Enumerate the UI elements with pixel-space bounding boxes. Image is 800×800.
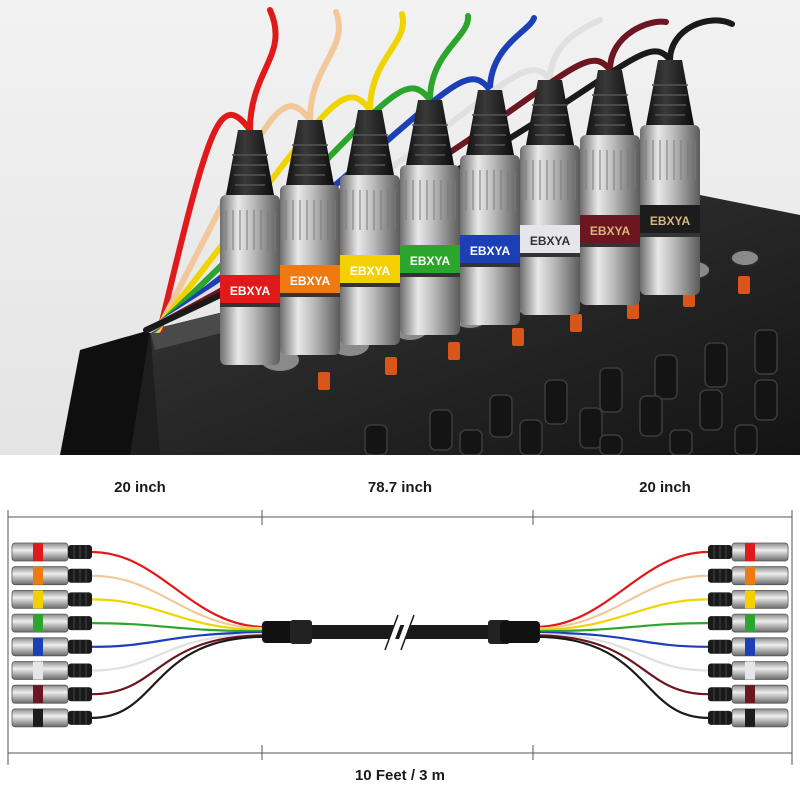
brand-label: EBXYA — [470, 244, 511, 258]
total-length-label: 10 Feet / 3 m — [354, 767, 446, 784]
brand-label: EBXYA — [530, 234, 571, 248]
left-wire — [91, 631, 266, 648]
color-band — [220, 275, 280, 303]
xlr-male-connector — [11, 661, 92, 680]
brand-label: EBXYA — [350, 264, 391, 278]
middle-length-label: 78.7 inch — [367, 479, 433, 496]
right-wire — [534, 598, 709, 631]
xlr-female-connector — [708, 613, 789, 633]
xlr-plug: EBXYA — [400, 100, 460, 335]
left-length-label: 20 inch — [114, 479, 166, 496]
xlr-male-connector — [11, 684, 92, 704]
color-band — [400, 245, 460, 273]
left-wire — [91, 634, 266, 696]
brand-label: EBXYA — [650, 214, 691, 228]
dimension-lines — [7, 510, 793, 765]
color-band — [340, 255, 400, 283]
xlr-male-connector — [11, 542, 92, 562]
color-band — [280, 265, 340, 293]
left-wire — [91, 635, 266, 719]
color-band — [580, 215, 640, 243]
cable-wire — [155, 9, 342, 333]
right-wire — [534, 632, 709, 672]
xlr-plug: EBXYA — [580, 70, 640, 305]
xlr-female-connector — [708, 661, 789, 680]
left-wire — [91, 574, 266, 630]
brand-label: EBXYA — [230, 284, 271, 298]
left-wire — [91, 622, 266, 633]
length-diagram: 20 inch 78.7 inch 20 inch — [0, 455, 800, 800]
xlr-female-connector — [708, 566, 789, 586]
xlr-plug: EBXYA — [460, 90, 520, 325]
xlr-male-connector — [11, 708, 92, 728]
xlr-female-connector — [708, 637, 789, 657]
xlr-female-connector — [708, 684, 789, 704]
right-length-label: 20 inch — [639, 479, 691, 496]
snake-cable-diagram — [7, 510, 793, 765]
xlr-male-connector — [11, 613, 92, 633]
xlr-female-connector — [708, 542, 789, 562]
right-wire — [534, 631, 709, 648]
xlr-plug: EBXYA — [640, 60, 700, 295]
xlr-plug: EBXYA — [520, 80, 580, 315]
cable-wire — [157, 7, 279, 333]
xlr-female-connector — [708, 589, 789, 609]
mixer-photo: EBXYA EBXYA EBXYA EBXYA EBXYA EBXYA EBXYA EBXYA — [0, 0, 800, 455]
color-band — [460, 235, 520, 263]
xlr-plug: EBXYA — [220, 130, 280, 365]
xlr-plugs: EBXYA EBXYA EBXYA EBXYA EBXYA EBXYA EBXYA EBXYA — [220, 60, 700, 365]
xlr-male-connector — [11, 566, 92, 586]
right-wire — [534, 622, 709, 633]
xlr-male-connector — [11, 589, 92, 609]
fanout-wires — [91, 550, 709, 719]
brand-label: EBXYA — [290, 274, 331, 288]
right-wire — [534, 635, 709, 719]
main-cable — [262, 614, 540, 651]
right-wire — [534, 574, 709, 630]
right-wire — [534, 550, 709, 629]
xlr-female-connector — [708, 708, 789, 728]
color-band — [640, 205, 700, 233]
color-band — [520, 225, 580, 253]
left-xlr-connectors — [11, 542, 92, 728]
right-xlr-connectors — [708, 542, 789, 728]
xlr-plug: EBXYA — [280, 120, 340, 355]
right-wire — [534, 634, 709, 696]
brand-label: EBXYA — [410, 254, 451, 268]
brand-label: EBXYA — [590, 224, 631, 238]
left-wire — [91, 632, 266, 672]
left-wire — [91, 598, 266, 631]
xlr-male-connector — [11, 637, 92, 657]
xlr-plug: EBXYA — [340, 110, 400, 345]
left-wire — [91, 550, 266, 629]
